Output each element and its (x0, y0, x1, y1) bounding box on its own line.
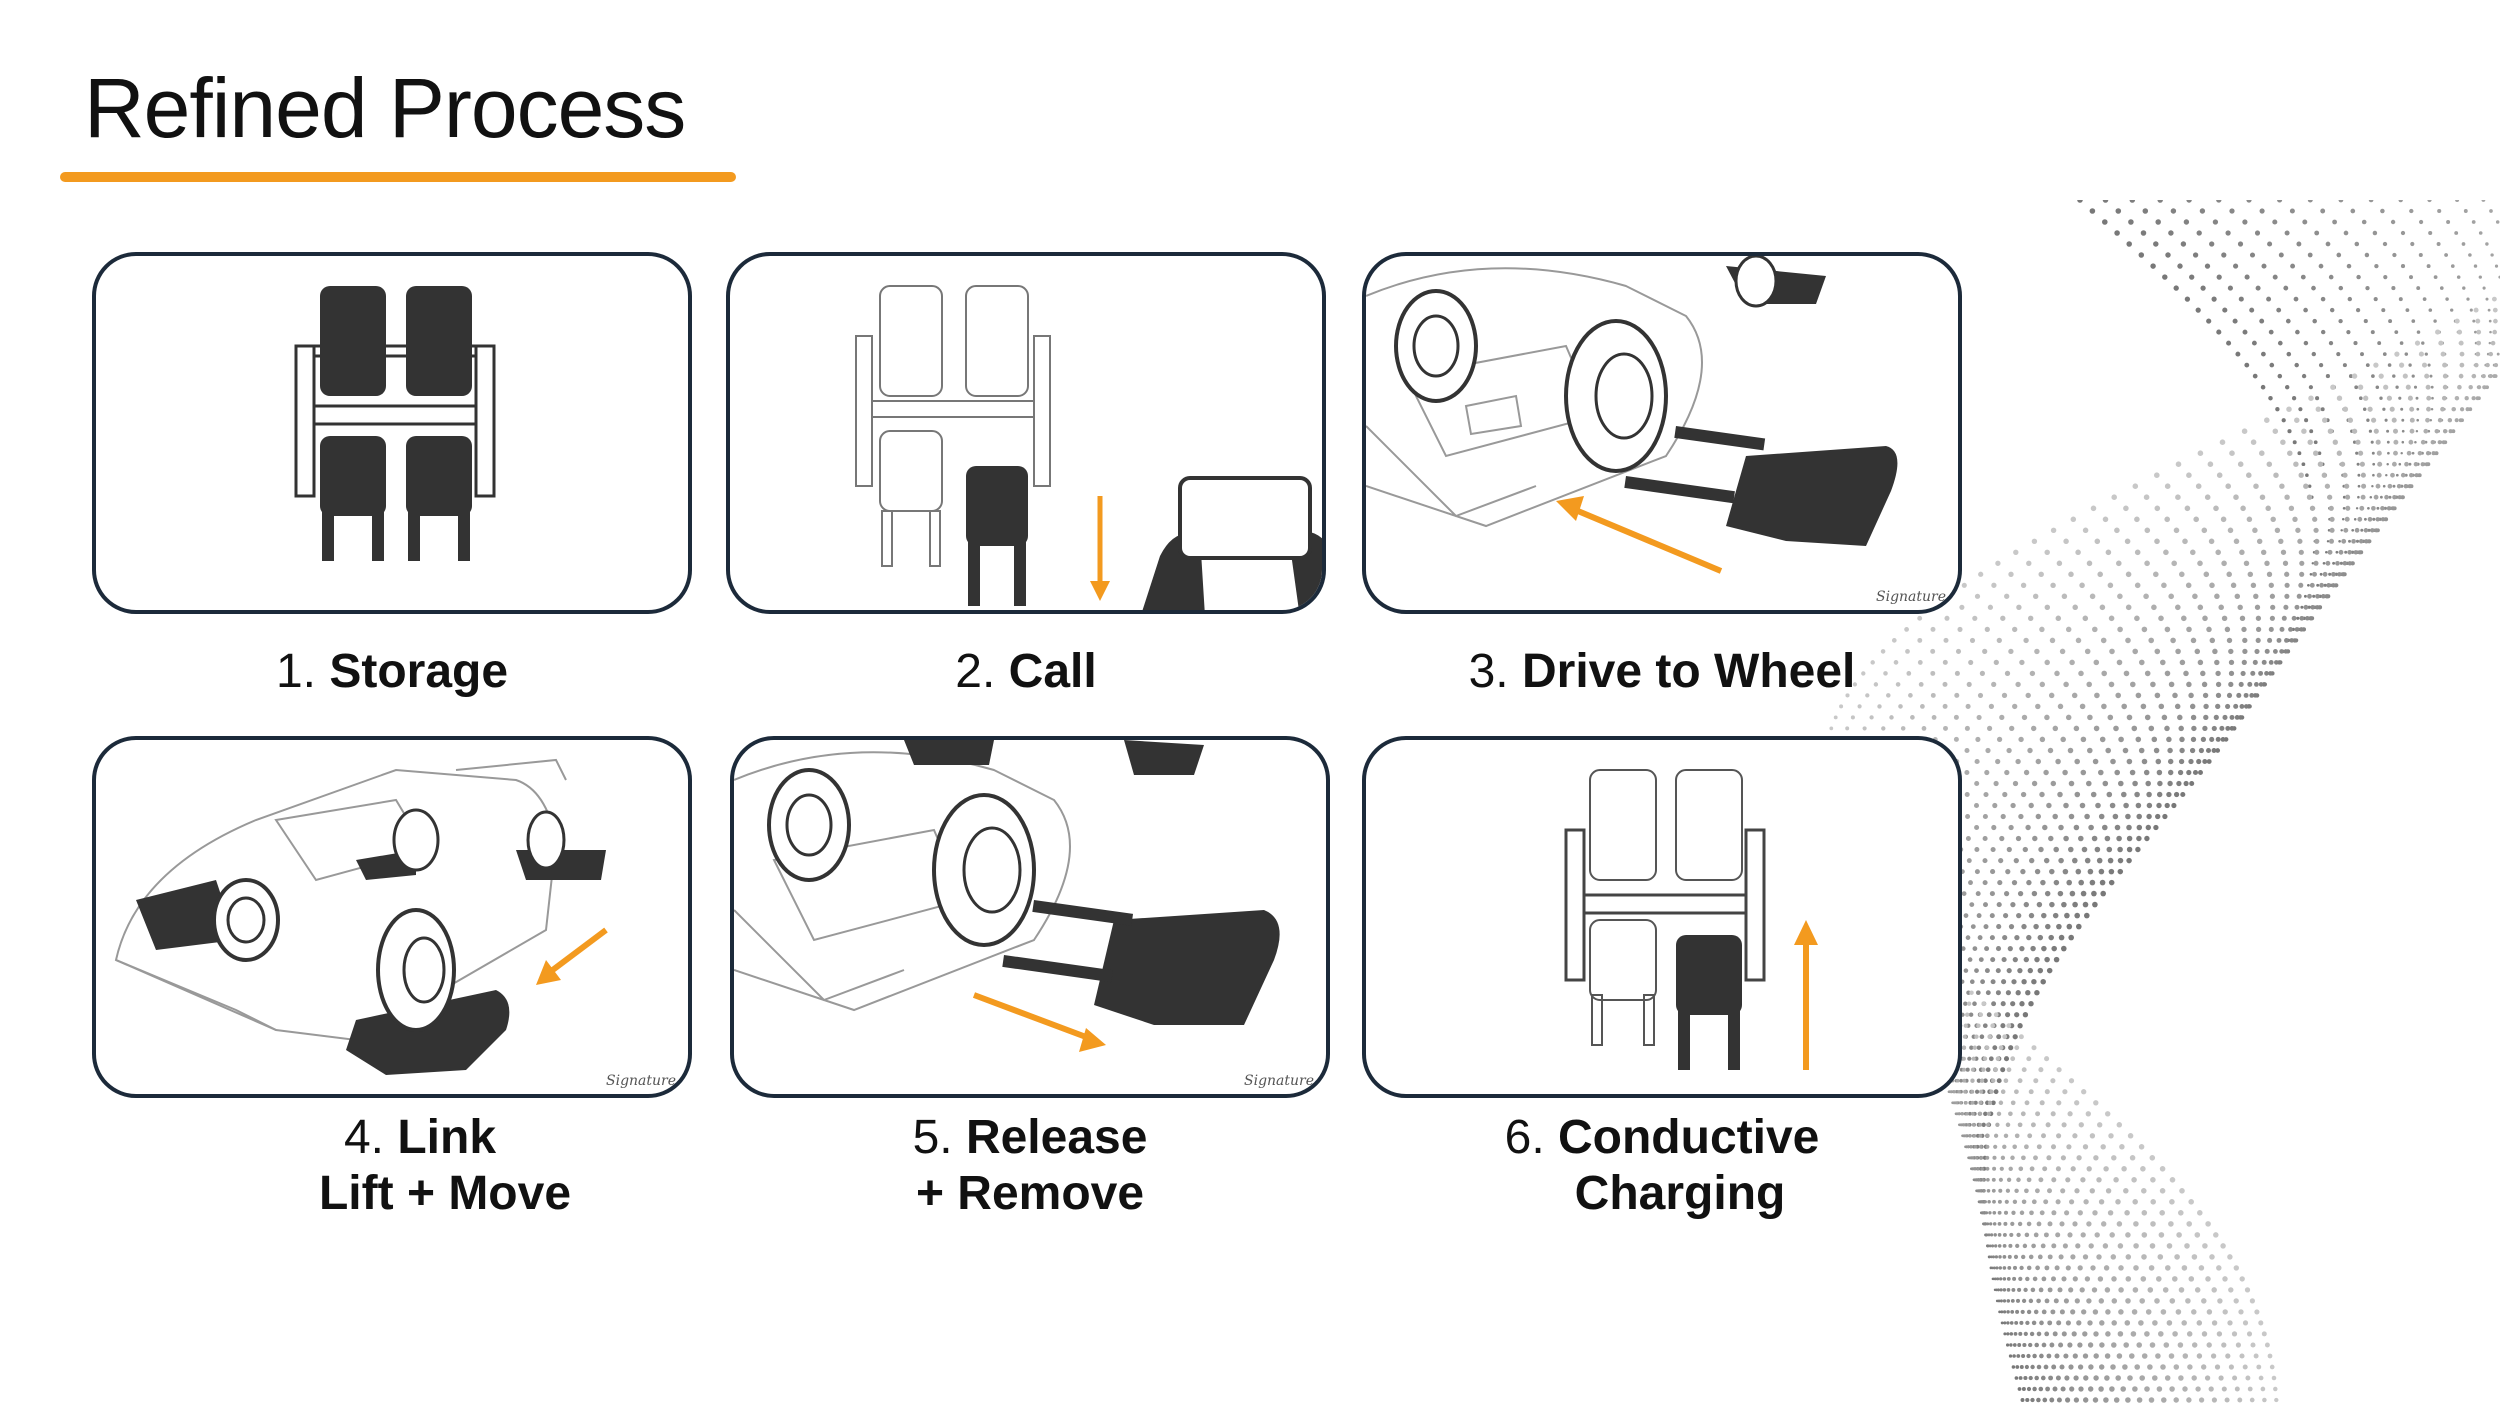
step-1-panel (92, 252, 692, 614)
step-1-caption: 1. Storage (92, 644, 692, 700)
step-4-caption: 4. Link Lift + Move (120, 1110, 720, 1222)
drive-to-wheel-illustration: Signature (1366, 256, 1946, 605)
step-4-label: Link (397, 1111, 497, 1164)
conductive-charging-illustration (1564, 769, 1818, 1070)
step-5-caption: 5. Release + Remove (730, 1110, 1330, 1222)
step-2-number: 2. (955, 645, 996, 698)
storage-illustration (294, 286, 496, 561)
step-3-label: Drive to Wheel (1521, 645, 1856, 698)
step-6-label-line2: Charging (1574, 1167, 1786, 1220)
step-6-panel (1362, 736, 1962, 1098)
step-3-panel: Signature (1362, 252, 1962, 614)
dotted-wave-decoration (1821, 200, 2500, 1403)
step-2-caption: 2. Call (726, 644, 1326, 700)
step-2-label: Call (1008, 645, 1097, 698)
call-illustration (855, 285, 1322, 610)
svg-text:Signature: Signature (1244, 1073, 1314, 1089)
step-1-number: 1. (275, 645, 316, 698)
title-underline (60, 172, 736, 182)
step-3-caption: 3. Drive to Wheel (1362, 644, 1962, 700)
link-lift-move-illustration: Signature (114, 758, 676, 1089)
step-6-number: 6. (1504, 1111, 1545, 1164)
svg-text:Signature: Signature (606, 1073, 676, 1089)
step-5-label: Release (965, 1111, 1148, 1164)
svg-text:Signature: Signature (1876, 589, 1946, 605)
release-remove-illustration: Signature (734, 740, 1314, 1089)
phone-hands-icon (1142, 476, 1322, 610)
step-5-number: 5. (912, 1111, 953, 1164)
step-2-panel (726, 252, 1326, 614)
step-4-number: 4. (343, 1111, 384, 1164)
step-1-label: Storage (329, 645, 509, 698)
step-4-panel: Signature (92, 736, 692, 1098)
step-5-panel: Signature (730, 736, 1330, 1098)
step-6-label: Conductive (1558, 1111, 1820, 1164)
step-3-number: 3. (1468, 645, 1509, 698)
slide-title: Refined Process (84, 61, 686, 155)
step-6-caption: 6. Conductive Charging (1362, 1110, 1962, 1222)
step-5-label-line2: + Remove (915, 1167, 1145, 1220)
step-4-label-line2: Lift + Move (318, 1167, 572, 1220)
